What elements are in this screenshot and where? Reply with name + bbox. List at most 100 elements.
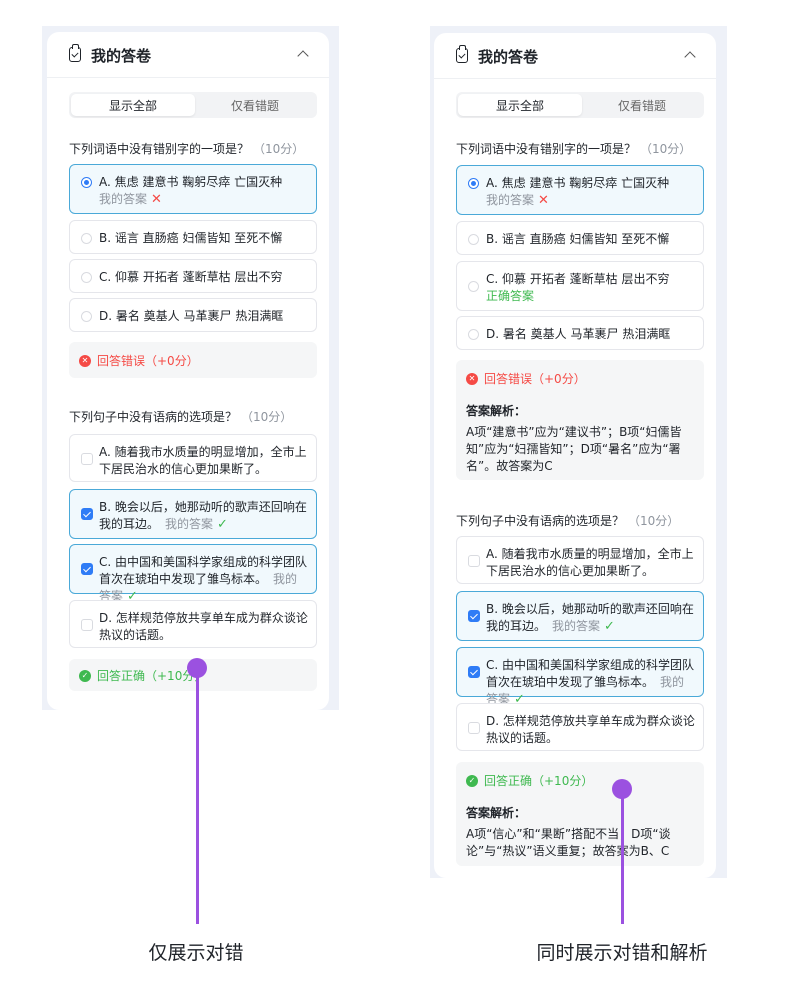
option-label: D. 暑名 奠基人 马革裹尸 热泪满眶	[486, 327, 671, 341]
analysis-text: A项“信心”和“果断”搭配不当；D项“谈论”与“热议”语义重复；故答案为B、C	[466, 827, 671, 858]
panel-title: 我的答卷	[478, 48, 539, 66]
option-label: B. 谣言 直肠癌 妇儒皆知 至死不懈	[99, 231, 283, 245]
my-answer-tag: 我的答案	[99, 192, 148, 206]
analysis-title: 答案解析：	[466, 806, 527, 820]
right-answer-sheet-card: 我的答卷 显示全部 仅看错题 下列词语中没有错别字的一项是？（10分） A. 焦…	[434, 33, 716, 878]
panel-title: 我的答卷	[91, 47, 152, 65]
q1-option-c[interactable]: C. 仰慕 开拓者 蓬断草枯 层出不穷	[69, 259, 317, 293]
checkbox-icon	[81, 619, 93, 631]
correct-mark-icon: ✓	[127, 589, 138, 604]
q1-option-d[interactable]: D. 暑名 奠基人 马革裹尸 热泪满眶	[69, 298, 317, 332]
q2-option-a[interactable]: A. 随着我市水质量的明显增加，全市上下居民治水的信心更加果断了。	[69, 434, 317, 482]
option-label: C. 由中国和美国科学家组成的科学团队首次在琥珀中发现了雏鸟标本。	[99, 555, 308, 586]
question-text: 下列句子中没有语病的选项是？	[456, 514, 625, 528]
result-text: 回答错误（+0分）	[97, 354, 199, 368]
correct-mark-icon: ✓	[217, 517, 228, 532]
question-2-title: 下列句子中没有语病的选项是？（10分）	[69, 408, 292, 425]
option-label: A. 焦虑 建意书 鞠躬尽瘁 亡国灭种	[99, 175, 283, 189]
radio-selected-icon	[81, 177, 92, 188]
success-circle-icon: ✓	[79, 669, 91, 682]
q1-option-c[interactable]: C. 仰慕 开拓者 蓬断草枯 层出不穷 正确答案	[456, 261, 704, 311]
option-label: B. 谣言 直肠癌 妇儒皆知 至死不懈	[486, 232, 670, 246]
q2-option-b[interactable]: B. 晚会以后，她那动听的歌声还回响在我的耳边。我的答案✓	[69, 489, 317, 539]
success-circle-icon: ✓	[466, 774, 478, 787]
tab-wrong-only[interactable]: 仅看错题	[617, 98, 666, 113]
checkbox-checked-icon	[81, 508, 93, 520]
q2-option-d[interactable]: D. 怎样规范停放共享单车成为群众谈论热议的话题。	[456, 703, 704, 751]
chevron-up-icon[interactable]	[684, 51, 696, 63]
my-answer-tag: 我的答案	[165, 517, 214, 531]
wrong-mark-icon: ✕	[151, 192, 162, 207]
checkbox-checked-icon	[468, 610, 480, 622]
error-circle-icon: ✕	[466, 372, 478, 385]
question-points: （10分）	[241, 410, 293, 424]
option-label: D. 怎样规范停放共享单车成为群众谈论热议的话题。	[486, 714, 695, 745]
result-text: 回答正确（+10分）	[484, 774, 594, 788]
left-answer-sheet-card: 我的答卷 显示全部 仅看错题 下列词语中没有错别字的一项是？（10分） A. 焦…	[47, 32, 329, 710]
option-label: B. 晚会以后，她那动听的歌声还回响在我的耳边。	[486, 602, 694, 633]
my-answer-tag: 我的答案	[486, 193, 535, 207]
caption-right: 同时展示对错和解析	[536, 942, 708, 964]
q1-option-a[interactable]: A. 焦虑 建意书 鞠躬尽瘁 亡国灭种 我的答案✕	[456, 165, 704, 215]
clipboard-icon	[456, 45, 468, 63]
result-text: 回答错误（+0分）	[484, 372, 586, 386]
pointer-line	[196, 672, 199, 924]
tab-show-all[interactable]: 显示全部	[71, 94, 195, 116]
checkbox-checked-icon	[81, 563, 93, 575]
analysis-title: 答案解析：	[466, 404, 527, 418]
result-text: 回答正确（+10分）	[97, 669, 207, 683]
question-1-title: 下列词语中没有错别字的一项是？（10分）	[69, 140, 304, 157]
caption-left: 仅展示对错	[148, 942, 244, 964]
my-answer-tag: 我的答案	[99, 572, 298, 603]
question-text: 下列句子中没有语病的选项是？	[69, 410, 238, 424]
q1-option-b[interactable]: B. 谣言 直肠癌 妇儒皆知 至死不懈	[69, 220, 317, 254]
correct-mark-icon: ✓	[514, 692, 525, 707]
q2-option-c[interactable]: C. 由中国和美国科学家组成的科学团队首次在琥珀中发现了雏鸟标本。我的答案✓	[69, 544, 317, 604]
radio-icon	[81, 272, 92, 283]
checkbox-icon	[81, 453, 93, 465]
question-text: 下列词语中没有错别字的一项是？	[69, 142, 250, 156]
question-points: （10分）	[640, 142, 692, 156]
q1-result-box: ✕ 回答错误（+0分）	[69, 342, 317, 378]
q1-option-a[interactable]: A. 焦虑 建意书 鞠躬尽瘁 亡国灭种 我的答案✕	[69, 164, 317, 214]
clipboard-icon	[69, 44, 81, 62]
wrong-mark-icon: ✕	[538, 193, 549, 208]
q2-option-a[interactable]: A. 随着我市水质量的明显增加，全市上下居民治水的信心更加果断了。	[456, 536, 704, 584]
pointer-dot	[187, 658, 207, 678]
question-points: （10分）	[628, 514, 680, 528]
question-points: （10分）	[253, 142, 305, 156]
q2-option-b[interactable]: B. 晚会以后，她那动听的歌声还回响在我的耳边。我的答案✓	[456, 591, 704, 641]
pointer-line	[621, 796, 624, 924]
radio-icon	[468, 281, 479, 292]
option-label: A. 焦虑 建意书 鞠躬尽瘁 亡国灭种	[486, 176, 670, 190]
question-1-title: 下列词语中没有错别字的一项是？（10分）	[456, 140, 691, 157]
question-2-title: 下列句子中没有语病的选项是？（10分）	[456, 512, 679, 529]
q1-option-b[interactable]: B. 谣言 直肠癌 妇儒皆知 至死不懈	[456, 221, 704, 255]
option-label: D. 怎样规范停放共享单车成为群众谈论热议的话题。	[99, 611, 308, 642]
option-label: C. 仰慕 开拓者 蓬断草枯 层出不穷	[486, 272, 670, 286]
checkbox-checked-icon	[468, 666, 480, 678]
option-label: A. 随着我市水质量的明显增加，全市上下居民治水的信心更加果断了。	[486, 547, 694, 578]
chevron-up-icon[interactable]	[297, 50, 309, 62]
answer-sheet-header[interactable]: 我的答卷	[47, 32, 329, 78]
my-answer-tag: 我的答案	[552, 619, 601, 633]
q1-result-box: ✕回答错误（+0分） 答案解析： A项“建意书”应为“建议书”；B项“妇儒皆知”…	[456, 360, 704, 480]
answer-sheet-header[interactable]: 我的答卷	[434, 33, 716, 79]
error-circle-icon: ✕	[79, 354, 91, 367]
q2-result-box: ✓ 回答正确（+10分） 答案解析： A项“信心”和“果断”搭配不当；D项“谈论”…	[456, 762, 704, 866]
option-label: C. 由中国和美国科学家组成的科学团队首次在琥珀中发现了雏鸟标本。	[486, 658, 695, 689]
filter-toggle: 显示全部 仅看错题	[456, 92, 704, 118]
radio-icon	[468, 234, 479, 245]
tab-wrong-only[interactable]: 仅看错题	[230, 98, 279, 113]
checkbox-icon	[468, 555, 480, 567]
my-answer-tag: 我的答案	[486, 675, 685, 706]
q1-option-d[interactable]: D. 暑名 奠基人 马革裹尸 热泪满眶	[456, 316, 704, 350]
option-label: A. 随着我市水质量的明显增加，全市上下居民治水的信心更加果断了。	[99, 445, 307, 476]
pointer-dot	[612, 779, 632, 799]
checkbox-icon	[468, 722, 480, 734]
q2-option-c[interactable]: C. 由中国和美国科学家组成的科学团队首次在琥珀中发现了雏鸟标本。我的答案✓	[456, 647, 704, 707]
question-text: 下列词语中没有错别字的一项是？	[456, 142, 637, 156]
tab-show-all[interactable]: 显示全部	[458, 94, 582, 116]
q2-option-d[interactable]: D. 怎样规范停放共享单车成为群众谈论热议的话题。	[69, 600, 317, 648]
correct-answer-tag: 正确答案	[486, 289, 535, 303]
